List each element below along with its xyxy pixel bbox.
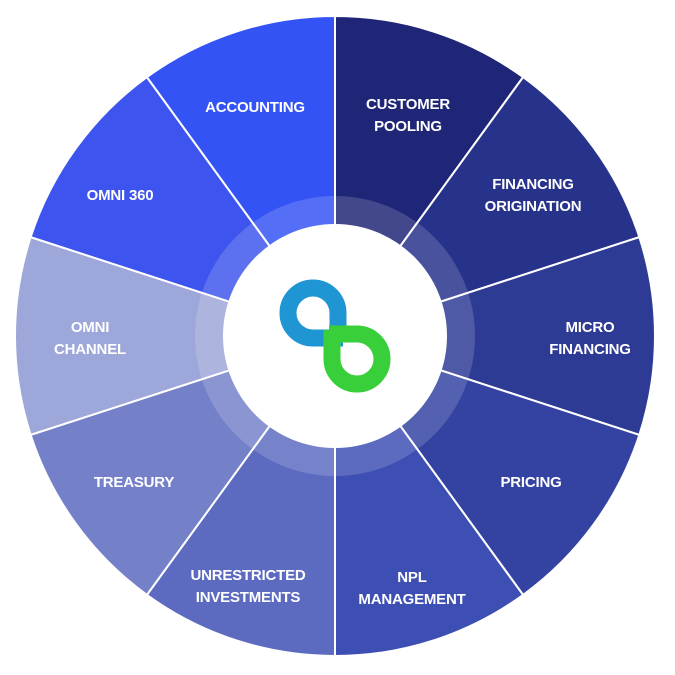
segment-label-financing-origination: FINANCING ORIGINATION [485, 176, 582, 215]
segment-label-accounting: ACCOUNTING [205, 99, 305, 116]
segment-label-unrestricted-investments: UNRESTRICTED INVESTMENTS [190, 567, 305, 606]
wheel-labels: CUSTOMER POOLING FINANCING ORIGINATION MICRO… [54, 96, 631, 608]
segment-label-line: PRICING [500, 474, 561, 491]
segment-micro-financing[interactable] [331, 235, 656, 437]
segment-label-line: MICRO [566, 319, 616, 336]
segment-label-customer-pooling: CUSTOMER POOLING [366, 96, 450, 135]
infinity-logo-icon [279, 279, 391, 393]
segment-label-line: CHANNEL [54, 341, 126, 358]
segment-label-line: NPL [397, 569, 426, 586]
segment-label-micro-financing: MICRO FINANCING [549, 319, 631, 358]
segment-label-line: OMNI 360 [87, 187, 154, 204]
segment-label-npl-management: NPL MANAGEMENT [358, 569, 465, 608]
segment-label-line: INVESTMENTS [196, 589, 301, 606]
segment-label-line: ORIGINATION [485, 198, 582, 215]
segment-label-pricing: PRICING [500, 474, 561, 491]
segment-label-treasury: TREASURY [94, 474, 175, 491]
segment-label-line: TREASURY [94, 474, 175, 491]
logo-blue-loop [279, 279, 347, 347]
segment-label-line: UNRESTRICTED [190, 567, 305, 584]
segment-label-line: FINANCING [492, 176, 574, 193]
segment-label-omni-360: OMNI 360 [87, 187, 154, 204]
segment-label-line: FINANCING [549, 341, 631, 358]
segment-label-line: POOLING [374, 118, 442, 135]
segment-label-omni-channel: OMNI CHANNEL [54, 319, 126, 358]
segment-label-line: OMNI [71, 319, 109, 336]
segment-label-line: MANAGEMENT [358, 591, 465, 608]
segment-label-line: ACCOUNTING [205, 99, 305, 116]
segment-omni-channel[interactable] [14, 235, 339, 437]
logo-green-loop [323, 325, 391, 393]
segment-label-line: CUSTOMER [366, 96, 450, 113]
